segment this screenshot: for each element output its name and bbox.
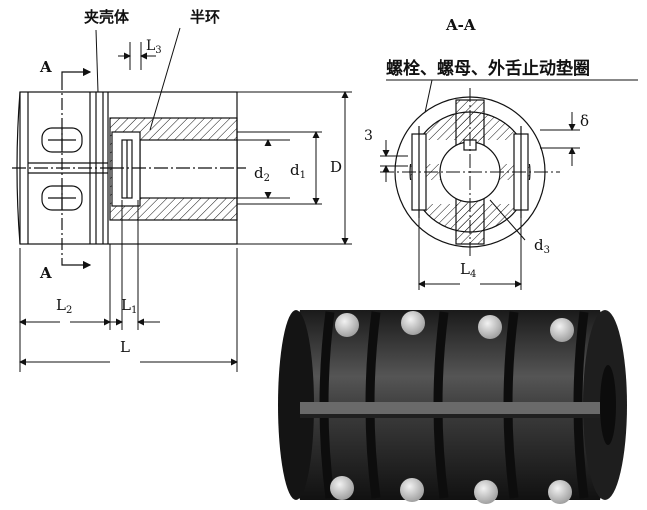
section-view	[380, 88, 560, 256]
section-markers	[61, 67, 92, 270]
half-ring-leader	[149, 27, 181, 131]
dim-L1: L1	[121, 296, 137, 316]
dim-d1: d1	[290, 161, 306, 181]
section-mark-top: A	[39, 58, 52, 76]
pin	[401, 311, 425, 335]
dim-L4: L4	[460, 260, 476, 280]
section-title: A-A	[445, 16, 476, 34]
coupling-photo	[278, 310, 627, 504]
half-ring-label: 半环	[190, 8, 220, 26]
dim-d3: d3	[534, 236, 550, 256]
dim-delta: δ	[580, 112, 589, 130]
dim-D: D	[330, 158, 342, 176]
pin	[548, 480, 572, 504]
dim-L3: L3	[146, 38, 162, 56]
pin	[335, 313, 359, 337]
shell-leader	[95, 29, 99, 93]
side-view	[12, 78, 246, 258]
pin	[400, 478, 424, 502]
fasteners-label: 螺栓、螺母、外舌止动垫圈	[386, 58, 590, 79]
pin	[550, 318, 574, 342]
shell-label: 夹壳体	[84, 8, 130, 26]
dim-L: L	[120, 338, 130, 356]
dim-L2: L2	[56, 296, 72, 316]
pin	[478, 315, 502, 339]
pin	[474, 480, 498, 504]
pin	[330, 476, 354, 500]
section-mark-bottom: A	[39, 264, 52, 282]
dim-three: 3	[364, 128, 373, 144]
dim-d2: d2	[254, 164, 270, 184]
